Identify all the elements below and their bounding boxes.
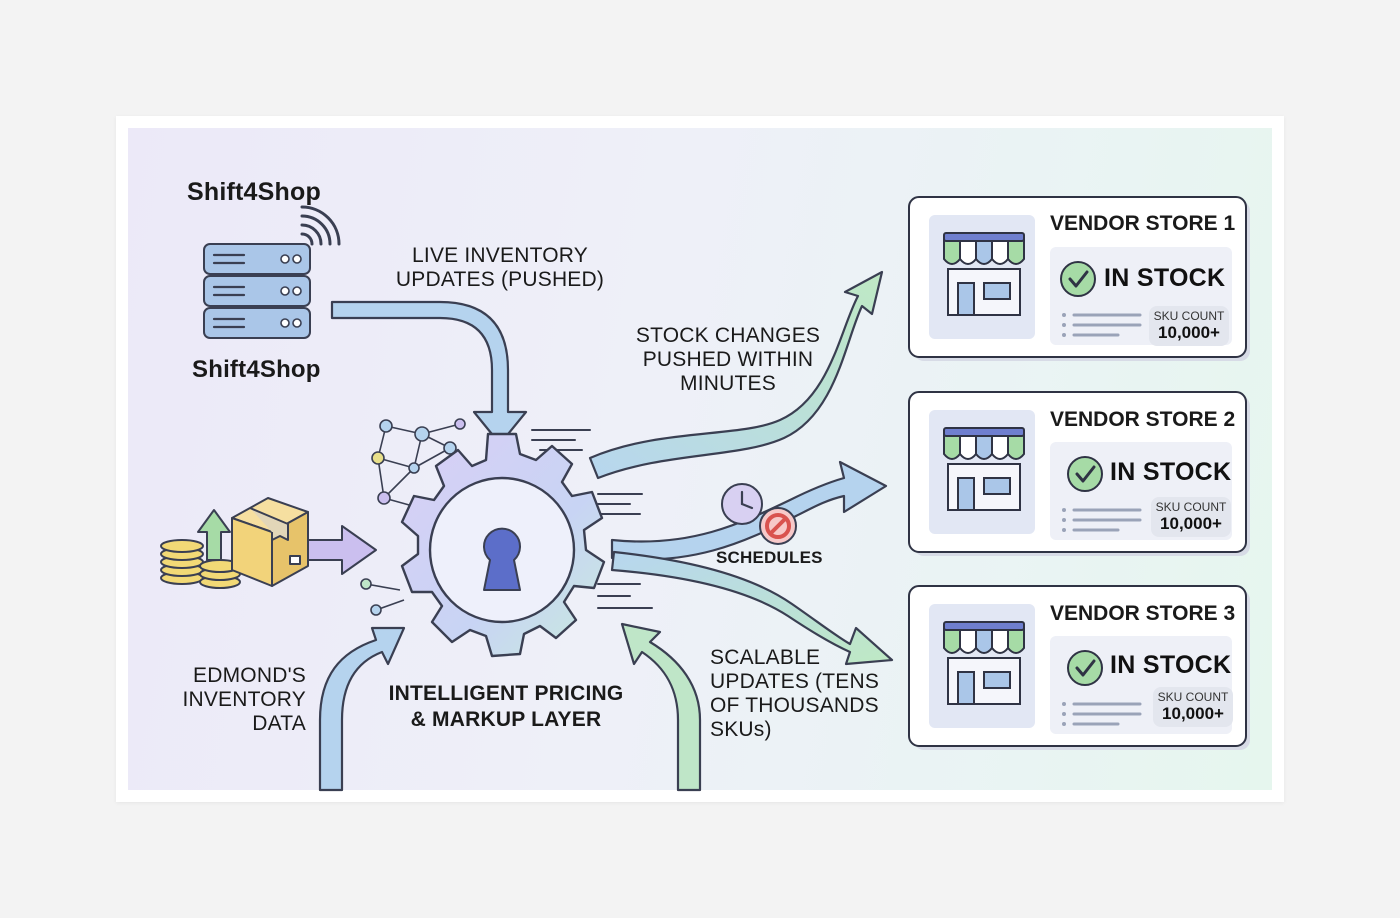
source-caption: Shift4Shop — [192, 356, 321, 383]
scalable-label: SCALABLE UPDATES (TENS OF THOUSANDS SKUs… — [710, 646, 880, 741]
awning-stripe — [943, 433, 961, 460]
list-bullet — [1062, 518, 1066, 522]
edmond-input-arrow — [307, 525, 377, 575]
list-bullet — [1062, 702, 1066, 706]
list-bullet — [1062, 712, 1066, 716]
store-awning-icon — [943, 621, 1025, 654]
keyhole-icon — [483, 527, 521, 591]
schedules-label: SCHEDULES — [716, 548, 823, 567]
network-icon — [360, 418, 466, 616]
coins-icon — [160, 539, 241, 589]
store-awning-icon — [943, 232, 1025, 265]
awning-stripe — [975, 238, 993, 265]
awning-bar — [943, 621, 1025, 631]
list-bullet — [1062, 323, 1066, 327]
store-window — [983, 477, 1011, 495]
sku-value: 10,000+ — [1158, 323, 1220, 342]
list-bullet — [1062, 333, 1066, 337]
list-bullet — [1062, 508, 1066, 512]
live-updates-arrow — [330, 300, 528, 446]
awning-stripe — [975, 433, 993, 460]
list-bullet — [1062, 528, 1066, 532]
awning-stripe — [1007, 433, 1025, 460]
clock-icon — [721, 483, 763, 525]
store-name: VENDOR STORE 2 — [1050, 408, 1236, 431]
awning-stripe — [943, 238, 961, 265]
store-window — [983, 671, 1011, 689]
sku-value: 10,000+ — [1160, 514, 1222, 533]
growth-arrow-icon — [197, 509, 231, 561]
awning-bar — [943, 232, 1025, 242]
sku-badge: SKU COUNT 10,000+ — [1151, 497, 1231, 537]
awning-stripe — [943, 627, 961, 654]
store-door — [957, 477, 975, 511]
blocked-icon — [759, 507, 797, 545]
edmond-label: EDMOND'S INVENTORY DATA — [182, 664, 306, 735]
store-door — [957, 671, 975, 705]
stock-changes-arrow — [588, 270, 884, 480]
stock-status: IN STOCK — [1104, 264, 1226, 292]
store-name: VENDOR STORE 3 — [1050, 602, 1236, 625]
awning-stripe — [1007, 238, 1025, 265]
awning-stripe — [991, 238, 1009, 265]
sku-badge: SKU COUNT 10,000+ — [1153, 687, 1233, 727]
center-title-line1: INTELLIGENT PRICING — [388, 682, 624, 705]
awning-stripe — [991, 433, 1009, 460]
check-mark — [1075, 659, 1096, 677]
check-icon — [1060, 261, 1096, 297]
awning-stripe — [1007, 627, 1025, 654]
server-icon — [203, 243, 311, 339]
store-door — [957, 282, 975, 316]
check-icon — [1067, 456, 1103, 492]
awning-stripe — [991, 627, 1009, 654]
center-title-line2: & MARKUP LAYER — [410, 708, 602, 731]
check-icon — [1067, 650, 1103, 686]
sku-label: SKU COUNT — [1155, 500, 1227, 514]
awning-stripe — [959, 433, 977, 460]
store-awning-icon — [943, 427, 1025, 460]
live-updates-label: LIVE INVENTORY UPDATES (PUSHED) — [395, 244, 605, 291]
motion-lines — [531, 429, 653, 609]
stock-changes-label: STOCK CHANGES PUSHED WITHIN MINUTES — [635, 324, 821, 395]
bottom-left-arrow — [318, 626, 406, 792]
check-mark — [1068, 270, 1089, 288]
stock-status: IN STOCK — [1110, 458, 1232, 486]
wifi-icon — [300, 205, 341, 246]
check-mark — [1075, 465, 1096, 483]
sku-label: SKU COUNT — [1153, 309, 1225, 323]
package-icon — [231, 497, 309, 587]
store-window — [983, 282, 1011, 300]
list-bullet — [1062, 722, 1066, 726]
bottom-right-arrow — [620, 622, 702, 792]
awning-stripe — [959, 627, 977, 654]
awning-stripe — [959, 238, 977, 265]
gear-icon — [400, 432, 606, 658]
source-title: Shift4Shop — [187, 178, 321, 206]
awning-stripe — [975, 627, 993, 654]
sku-label: SKU COUNT — [1157, 690, 1229, 704]
stock-status: IN STOCK — [1110, 651, 1232, 679]
awning-bar — [943, 427, 1025, 437]
schedules-arrow — [610, 460, 888, 561]
scalable-arrow — [610, 550, 894, 666]
store-name: VENDOR STORE 1 — [1050, 212, 1236, 235]
list-bullet — [1062, 313, 1066, 317]
sku-value: 10,000+ — [1162, 704, 1224, 723]
sku-badge: SKU COUNT 10,000+ — [1149, 306, 1229, 346]
